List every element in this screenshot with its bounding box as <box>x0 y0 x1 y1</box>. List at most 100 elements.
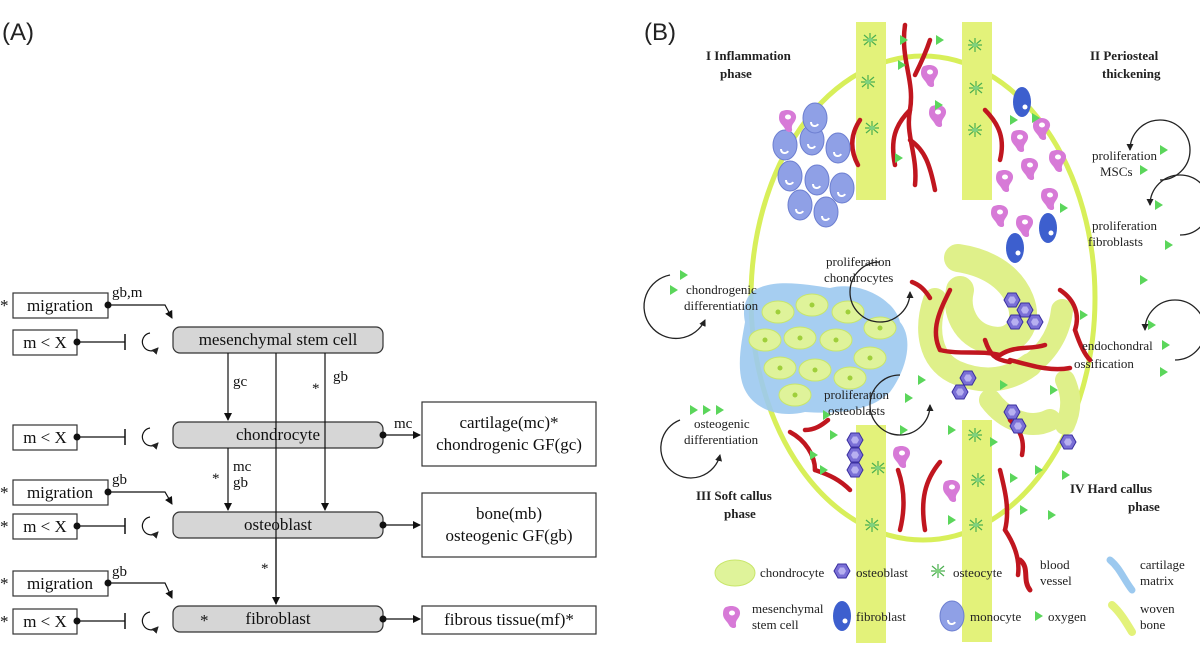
fibroblast-output: fibrous tissue(mf)* <box>379 605 597 635</box>
legend-msc: mesenchymal stem cell <box>723 601 824 632</box>
fibroblast-label: fibroblast <box>245 609 310 628</box>
phase-4-line1: IV Hard callus <box>1070 481 1152 496</box>
migration-input-osteoblast: * migration gb <box>0 472 173 506</box>
legend-monocyte: monocyte <box>939 600 1021 632</box>
endo-line2: ossification <box>1074 356 1134 371</box>
panel-a-label: (A) <box>2 19 34 46</box>
panel-a: (A) mesenchymal stem cell chondrocyte os… <box>0 19 597 635</box>
legend-fibroblast-label: fibroblast <box>856 609 906 624</box>
edge-label-gb-stack: gb <box>233 475 248 491</box>
edge-label-mc: mc <box>394 416 413 432</box>
prolif-chondro-line2: chondrocytes <box>824 270 893 285</box>
chondro-diff-line1: chondrogenic <box>686 282 757 297</box>
edge-asterisk: * <box>212 471 220 487</box>
blood-vessels <box>787 22 1093 578</box>
legend-woven-bone: woven bone <box>1108 601 1175 636</box>
prolif-chondro-line1: proliferation <box>826 254 891 269</box>
asterisk-marker: * <box>0 517 9 536</box>
legend-fibroblast: fibroblast <box>833 601 906 631</box>
prolif-msc-line1: proliferation <box>1092 148 1157 163</box>
osteoblast-node: osteoblast <box>172 511 384 539</box>
m-lt-x-label: m < X <box>23 333 67 352</box>
legend-chondrocyte-label: chondrocyte <box>760 565 824 580</box>
msc-label: mesenchymal stem cell <box>199 330 358 349</box>
legend-msc-line1: mesenchymal <box>752 601 824 616</box>
asterisk-marker: * <box>0 574 9 593</box>
edge-asterisk: * <box>312 381 320 397</box>
migration-input-msc: * migration gb,m <box>0 285 173 319</box>
migration-label: migration <box>27 483 94 502</box>
prolif-osteo-line1: proliferation <box>824 387 889 402</box>
legend-woven-line2: bone <box>1140 617 1166 632</box>
legend-cart-line1: cartilage <box>1140 557 1185 572</box>
woven-bone-region <box>918 244 1081 435</box>
chondrocyte-output: mc cartilage(mc)* chondrogenic GF(gc) <box>379 401 597 467</box>
process-cycle-arrows <box>643 119 1200 479</box>
prolif-fib-line2: fibroblasts <box>1088 234 1143 249</box>
m-lt-x-label: m < X <box>23 428 67 447</box>
phase-1-line1: I Inflammation <box>706 48 792 63</box>
phase-3-line2: phase <box>724 506 756 521</box>
cartilage-output-line1: cartilage(mc)* <box>459 413 558 432</box>
asterisk-marker: * <box>0 612 9 631</box>
inhibitor-osteoblast: * m < X <box>0 513 159 540</box>
phase-4-line2: phase <box>1128 499 1160 514</box>
migration-label: migration <box>27 296 94 315</box>
prolif-fib-line1: proliferation <box>1092 218 1157 233</box>
legend-osteoblast: osteoblast <box>833 563 908 580</box>
fibroblast-asterisk: * <box>200 611 209 630</box>
asterisk-marker: * <box>0 483 9 502</box>
phase-3-line1: III Soft callus <box>696 488 772 503</box>
m-lt-x-label: m < X <box>23 517 67 536</box>
cartilage-output-line2: chondrogenic GF(gc) <box>436 435 582 454</box>
legend-oxygen-label: oxygen <box>1048 609 1087 624</box>
legend-osteoblast-label: osteoblast <box>856 565 908 580</box>
edge-label-mc-stack: mc <box>233 459 252 475</box>
process-labels: proliferation MSCs proliferation fibrobl… <box>684 148 1157 447</box>
edge-label-gb: gb <box>112 472 127 488</box>
legend-monocyte-label: monocyte <box>970 609 1021 624</box>
legend-msc-line2: stem cell <box>752 617 799 632</box>
endo-line1: endochondral <box>1082 338 1153 353</box>
phase-1-line2: phase <box>720 66 752 81</box>
phase-2-line1: II Periosteal <box>1090 48 1159 63</box>
fibroblast-node: fibroblast * <box>172 605 384 633</box>
edge-label-gb: gb <box>333 369 348 385</box>
panel-b: (B) <box>643 19 1200 643</box>
m-lt-x-label: m < X <box>23 612 67 631</box>
inhibitor-msc: m < X <box>12 329 159 356</box>
legend-blood-line2: vessel <box>1040 573 1072 588</box>
legend-chondrocyte: chondrocyte <box>714 559 824 587</box>
osteo-diff-line1: osteogenic <box>694 416 750 431</box>
legend: chondrocyte osteoblast osteocyte blood v… <box>714 556 1185 636</box>
legend-cart-line2: matrix <box>1140 573 1174 588</box>
chondro-diff-line2: differentiation <box>684 298 759 313</box>
edge-asterisk: * <box>261 561 269 577</box>
prolif-osteo-line2: osteoblasts <box>828 403 885 418</box>
fibrous-output: fibrous tissue(mf)* <box>444 610 574 629</box>
legend-osteocyte-label: osteocyte <box>953 565 1002 580</box>
edge-label-gb: gb <box>112 564 127 580</box>
legend-oxygen: oxygen <box>1035 609 1087 624</box>
legend-cartilage-matrix: cartilage matrix <box>1106 556 1185 594</box>
osteoblast-label: osteoblast <box>244 515 312 534</box>
phase-labels: I Inflammation phase II Periosteal thick… <box>696 48 1161 521</box>
msc-node: mesenchymal stem cell <box>172 326 384 354</box>
legend-blood-line1: blood <box>1040 557 1070 572</box>
inhibitor-fibroblast: * m < X <box>0 608 159 635</box>
asterisk-marker: * <box>0 296 9 315</box>
osteoblast-output: bone(mb) osteogenic GF(gb) <box>379 492 597 558</box>
bone-output-line2: osteogenic GF(gb) <box>445 526 572 545</box>
phase-2-line2: thickening <box>1102 66 1161 81</box>
prolif-msc-line2: MSCs <box>1100 164 1133 179</box>
migration-label: migration <box>27 574 94 593</box>
panel-b-label: (B) <box>644 19 676 46</box>
edge-label-gc: gc <box>233 374 248 390</box>
inhibitor-chondrocyte: m < X <box>12 424 159 451</box>
chondrocyte-label: chondrocyte <box>236 425 320 444</box>
legend-woven-line1: woven <box>1140 601 1175 616</box>
bone-output-line1: bone(mb) <box>476 504 542 523</box>
legend-osteocyte: osteocyte <box>930 563 1002 580</box>
edge-label-gbm: gb,m <box>112 285 143 301</box>
